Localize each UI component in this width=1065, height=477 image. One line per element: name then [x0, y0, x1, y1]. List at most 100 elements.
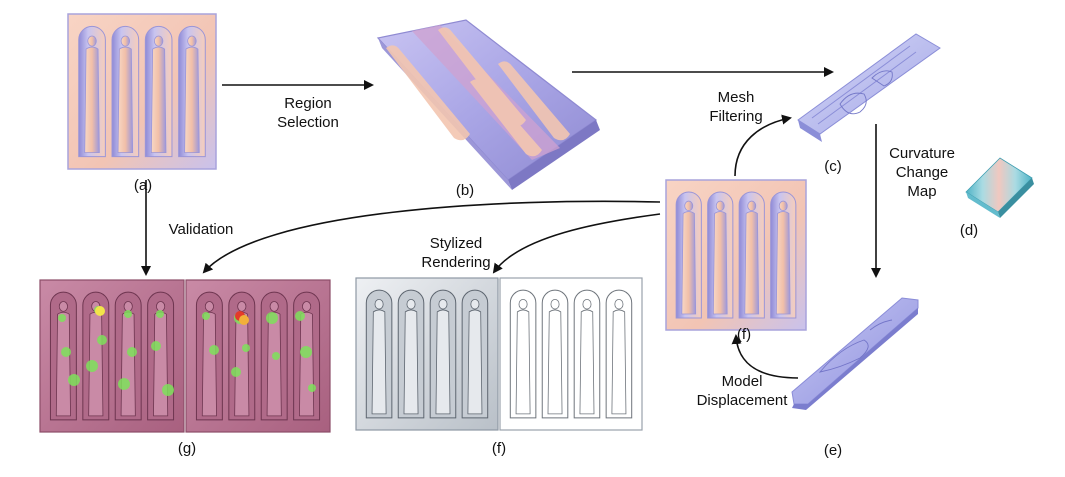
validation-spot — [209, 345, 219, 355]
step-line: Rendering — [421, 254, 491, 271]
validation-spot — [127, 347, 137, 357]
step-line: Mesh — [717, 89, 755, 106]
panel-b-tilted-relief — [376, 19, 600, 190]
figure-head — [187, 35, 197, 47]
figure-body — [234, 311, 250, 417]
step-line: Stylized — [429, 235, 483, 252]
figure-head — [470, 298, 480, 310]
step-line: Curvature — [889, 145, 955, 162]
figure-head — [684, 200, 694, 212]
figure-head — [518, 298, 528, 310]
step-validation: Validation — [156, 220, 246, 239]
panel-label-f: (f) — [491, 440, 507, 457]
step-line: Model — [721, 373, 763, 390]
figure-body — [371, 309, 387, 415]
figure-body — [515, 309, 531, 415]
arrow-f-to-g — [202, 200, 661, 274]
step-mesh-filtering: Mesh Filtering — [696, 88, 776, 126]
arrow-e-to-f — [731, 334, 799, 379]
figure-head — [120, 35, 131, 47]
figure-head — [614, 298, 624, 310]
panel-c-filtered-mesh — [797, 33, 941, 142]
validation-spot — [68, 374, 80, 386]
figure-body — [266, 311, 282, 417]
figure-body — [117, 46, 134, 153]
panel-label-g: (g) — [177, 440, 197, 457]
figure-head — [204, 301, 214, 312]
figure-body — [120, 311, 136, 417]
validation-spot — [86, 360, 98, 372]
figure-head — [715, 200, 725, 212]
figure-body — [55, 311, 71, 417]
step-line: Displacement — [696, 392, 788, 409]
figure-body — [775, 211, 791, 315]
validation-spot — [118, 378, 130, 390]
step-model-displacement: Model Displacement — [690, 372, 794, 410]
figure-head — [438, 298, 448, 310]
arrow-f-to-c — [734, 114, 792, 177]
figure-body — [744, 211, 760, 315]
validation-spot — [266, 312, 278, 324]
figure-head — [269, 301, 279, 312]
figure-body — [299, 311, 315, 417]
figure-body — [184, 46, 200, 153]
validation-spot — [156, 310, 164, 318]
step-line: Map — [907, 183, 937, 200]
figure-body — [84, 46, 100, 153]
figure-head — [123, 301, 133, 312]
validation-spot — [124, 310, 132, 318]
figure-head — [87, 35, 97, 47]
arrow-f-to-stylized — [492, 213, 661, 274]
figure-head — [237, 301, 247, 312]
validation-spot — [242, 344, 250, 352]
panel-label-d: (d) — [959, 222, 979, 239]
figure-head — [778, 200, 788, 212]
step-line: Validation — [168, 221, 234, 238]
step-region-selection: Region Selection — [262, 94, 354, 132]
figure-head — [406, 298, 416, 310]
validation-spot — [202, 312, 210, 320]
validation-spot — [58, 314, 66, 322]
step-line: Selection — [277, 114, 339, 131]
figure-body — [201, 311, 217, 417]
figure-head — [374, 298, 384, 310]
figure-head — [58, 301, 68, 312]
validation-spot — [231, 367, 241, 377]
panel-label-a: (a) — [133, 177, 153, 194]
figure-head — [747, 200, 757, 212]
figure-body — [467, 309, 483, 415]
figure-head — [153, 35, 164, 47]
figure-body — [712, 211, 728, 315]
step-line: Region — [284, 95, 332, 112]
validation-spot — [151, 341, 161, 351]
panel-g-validation-pair — [39, 279, 331, 433]
panel-d-curvature-map — [965, 157, 1034, 218]
figure-body — [435, 309, 451, 415]
panel-label-f-small: (f) — [736, 326, 752, 343]
figure-head — [156, 301, 166, 312]
validation-spot — [162, 384, 174, 396]
figure-head — [550, 298, 560, 310]
panel-a-relief — [67, 13, 217, 170]
panel-f-small-relief — [665, 179, 807, 331]
validation-spot — [61, 347, 71, 357]
validation-spot — [300, 346, 312, 358]
figure-body — [547, 309, 563, 415]
panel-label-e: (e) — [823, 442, 843, 459]
step-curvature-change-map: Curvature Change Map — [880, 144, 964, 201]
panel-label-b: (b) — [455, 182, 475, 199]
validation-spot — [308, 384, 316, 392]
validation-hotspot — [239, 315, 249, 325]
validation-spot — [272, 352, 280, 360]
validation-spot — [295, 311, 305, 321]
panel-e-displaced-model — [791, 297, 919, 410]
figure-body — [611, 309, 627, 415]
step-line: Filtering — [709, 108, 763, 125]
panel-f-stylized-pair — [355, 277, 643, 431]
validation-hotspot — [95, 306, 105, 316]
figure-head — [582, 298, 592, 310]
panel-label-c: (c) — [824, 158, 842, 175]
figure-body — [150, 46, 167, 153]
figure-head — [302, 301, 312, 312]
